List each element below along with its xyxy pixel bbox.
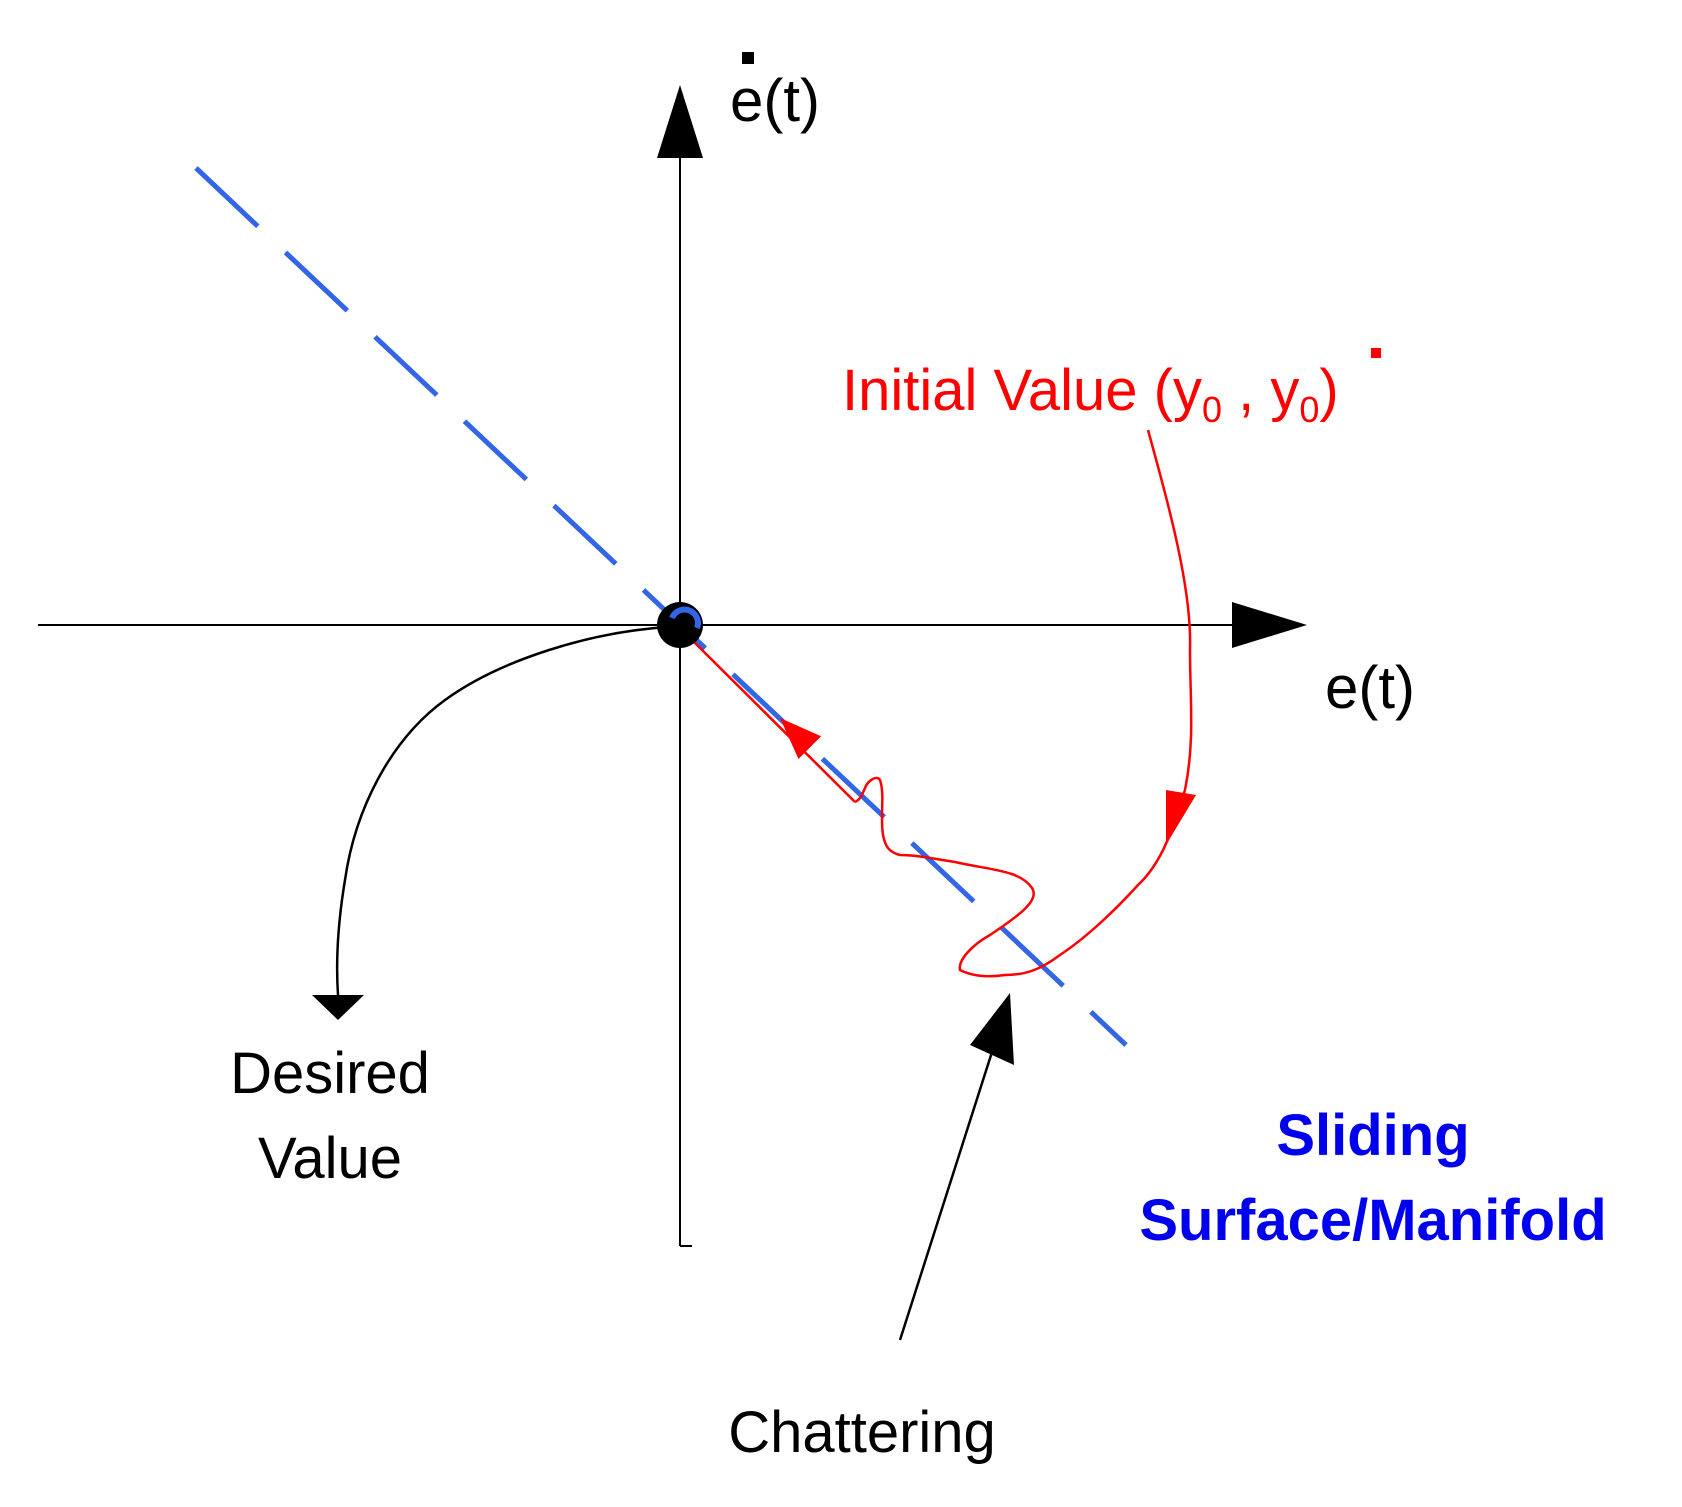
y-axis-label-dot [742,52,754,64]
desired-value-label-line1: Desired [230,1041,430,1106]
initial-value-label: Initial Value (y0 , y0) [842,358,1339,430]
sliding-surface-line [194,166,1128,1047]
x-axis-arrowhead [1232,602,1307,648]
desired-value-curve [335,625,669,996]
sliding-surface-label-line1: Sliding [1276,1103,1469,1168]
origin-ring-accent [669,606,701,630]
y-axis-arrowhead [657,85,703,158]
y-axis-label: e(t) [730,67,820,134]
sliding-surface-label-line2: Surface/Manifold [1139,1188,1606,1253]
chattering-label: Chattering [728,1400,996,1465]
initial-value-dot [1371,348,1381,358]
chattering-pointer-line [898,1051,994,1341]
chattering-pointer-arrowhead [970,993,1014,1065]
x-axis-label: e(t) [1325,654,1415,721]
sliding-phase-trajectory [689,637,856,803]
initial-value-leader-trajectory [854,429,1193,978]
desired-value-label-line2: Value [258,1126,402,1191]
trajectory-down-arrowhead [1166,790,1196,845]
sliding-phase-arrowhead [780,718,822,759]
desired-value-arrowhead [312,995,364,1020]
